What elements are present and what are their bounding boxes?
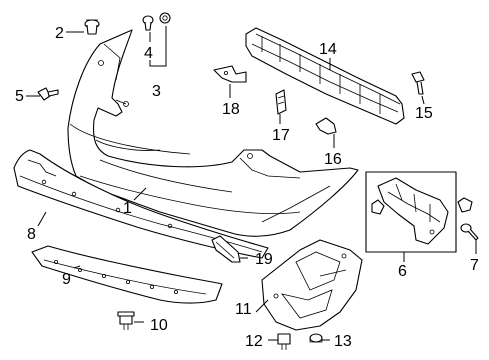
callout-14: 14 — [319, 41, 337, 58]
callout-11: 11 — [235, 301, 252, 318]
callout-16: 16 — [324, 151, 342, 168]
bolt-12 — [277, 333, 291, 350]
side-bracket-assembly — [365, 171, 473, 253]
callout-10: 10 — [150, 317, 168, 334]
bolt-5 — [37, 87, 59, 101]
callout-2: 2 — [55, 25, 64, 42]
callout-1: 1 — [123, 200, 132, 217]
bracket-16 — [315, 117, 337, 135]
callout-7: 7 — [470, 257, 479, 274]
reflector-part — [211, 235, 241, 263]
callout-19: 19 — [255, 251, 273, 268]
callout-5: 5 — [15, 88, 24, 105]
callout-18: 18 — [222, 101, 240, 118]
push-clip-2 — [84, 19, 100, 35]
callout-4: 4 — [144, 45, 153, 62]
callout-8: 8 — [27, 226, 36, 243]
bracket-17 — [275, 89, 287, 115]
bolt-15 — [411, 71, 425, 95]
bolt-10 — [117, 311, 135, 330]
leader-lines — [26, 26, 477, 341]
lower-skid-plate — [31, 245, 223, 304]
screw-7 — [460, 223, 479, 241]
callout-13: 13 — [334, 333, 352, 350]
callout-9: 9 — [62, 271, 71, 288]
callout-17: 17 — [272, 127, 290, 144]
clip-4 — [142, 15, 154, 31]
ring-clip-3 — [159, 12, 171, 24]
callout-12: 12 — [245, 333, 263, 350]
bumper-cover — [67, 29, 359, 237]
callout-labels: 1 2 3 4 5 6 7 8 9 10 11 12 13 14 15 16 1… — [15, 25, 479, 350]
callout-3: 3 — [152, 83, 161, 100]
reinforcement-beam — [245, 27, 405, 125]
bracket-18 — [213, 65, 247, 83]
nut-13 — [309, 333, 323, 343]
callout-6: 6 — [398, 263, 407, 280]
callout-15: 15 — [415, 105, 433, 122]
under-shield — [261, 239, 363, 331]
